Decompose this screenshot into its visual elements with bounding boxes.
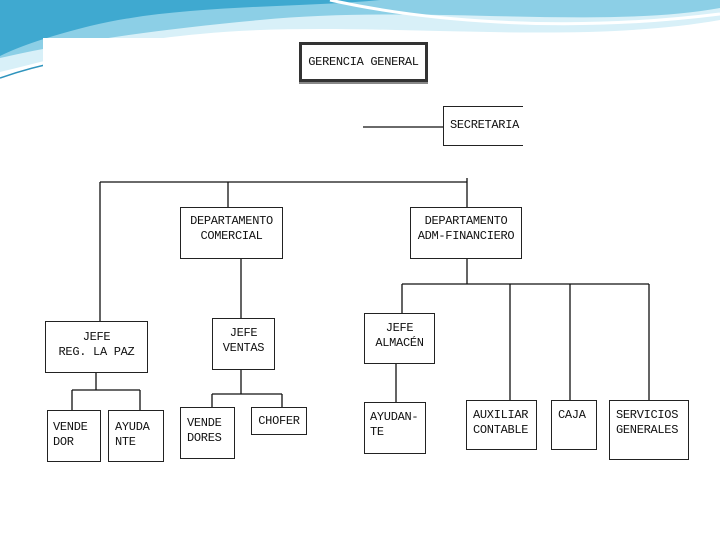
node-financiero-line-1: DEPARTAMENTO [424, 214, 508, 228]
node-gerencia-general: GERENCIA GENERAL [299, 42, 428, 82]
node-jefe-reg-la-paz: JEFE REG. LA PAZ [45, 321, 148, 373]
node-vendedor: VENDE DOR [47, 410, 101, 462]
node-chofer: CHOFER [251, 407, 307, 435]
node-jefe-almacen-line-2: ALMACÉN [375, 336, 424, 350]
node-servicios-line-1: SERVICIOS [616, 408, 679, 422]
node-jefe-reg-line-1: JEFE [82, 330, 111, 344]
node-departamento-comercial: DEPARTAMENTO COMERCIAL [180, 207, 283, 259]
node-chofer-line-1: CHOFER [258, 414, 300, 428]
wave-mid [0, 0, 720, 58]
node-comercial-line-2: COMERCIAL [200, 229, 263, 243]
node-jefe-ventas: JEFE VENTAS [212, 318, 275, 370]
node-caja: CAJA [551, 400, 597, 450]
node-gerencia-line-1: GERENCIA GENERAL [308, 55, 419, 69]
node-auxiliar-line-1: AUXILIAR [473, 408, 529, 422]
node-jefe-ventas-line-2: VENTAS [222, 341, 265, 355]
node-ayudante-reg: AYUDA NTE [108, 410, 164, 462]
node-servicios-generales: SERVICIOS GENERALES [609, 400, 689, 460]
node-jefe-ventas-line-1: JEFE [229, 326, 258, 340]
node-jefe-reg-line-2: REG. LA PAZ [58, 345, 135, 359]
wave-dark [0, 0, 380, 56]
node-vendedores-line-1: VENDE [187, 416, 222, 430]
node-caja-line-1: CAJA [558, 408, 586, 422]
node-vendedores: VENDE DORES [180, 407, 235, 459]
node-auxiliar-line-2: CONTABLE [473, 423, 529, 437]
diagram-canvas [43, 38, 703, 468]
node-jefe-almacen-line-1: JEFE [385, 321, 414, 335]
node-secretaria-line-1: SECRETARIA [450, 118, 520, 132]
node-jefe-almacen: JEFE ALMACÉN [364, 313, 435, 364]
node-secretaria: SECRETARIA [443, 106, 523, 146]
node-ayudante-alm-line-2: TE [370, 425, 384, 439]
node-auxiliar-contable: AUXILIAR CONTABLE [466, 400, 537, 450]
node-departamento-financiero: DEPARTAMENTO ADM-FINANCIERO [410, 207, 522, 259]
node-ayudante-alm-line-1: AYUDAN- [370, 410, 419, 424]
node-vendedor-line-1: VENDE [53, 420, 88, 434]
node-financiero-line-2: ADM-FINANCIERO [417, 229, 515, 243]
node-ayudante-reg-line-1: AYUDA [115, 420, 150, 434]
node-vendedores-line-2: DORES [187, 431, 222, 445]
node-ayudante-almacen: AYUDAN- TE [364, 402, 426, 454]
node-comercial-line-1: DEPARTAMENTO [190, 214, 273, 228]
wave-highlight [329, 0, 720, 26]
node-servicios-line-2: GENERALES [616, 423, 679, 437]
node-vendedor-line-2: DOR [53, 435, 74, 449]
node-ayudante-reg-line-2: NTE [115, 435, 136, 449]
